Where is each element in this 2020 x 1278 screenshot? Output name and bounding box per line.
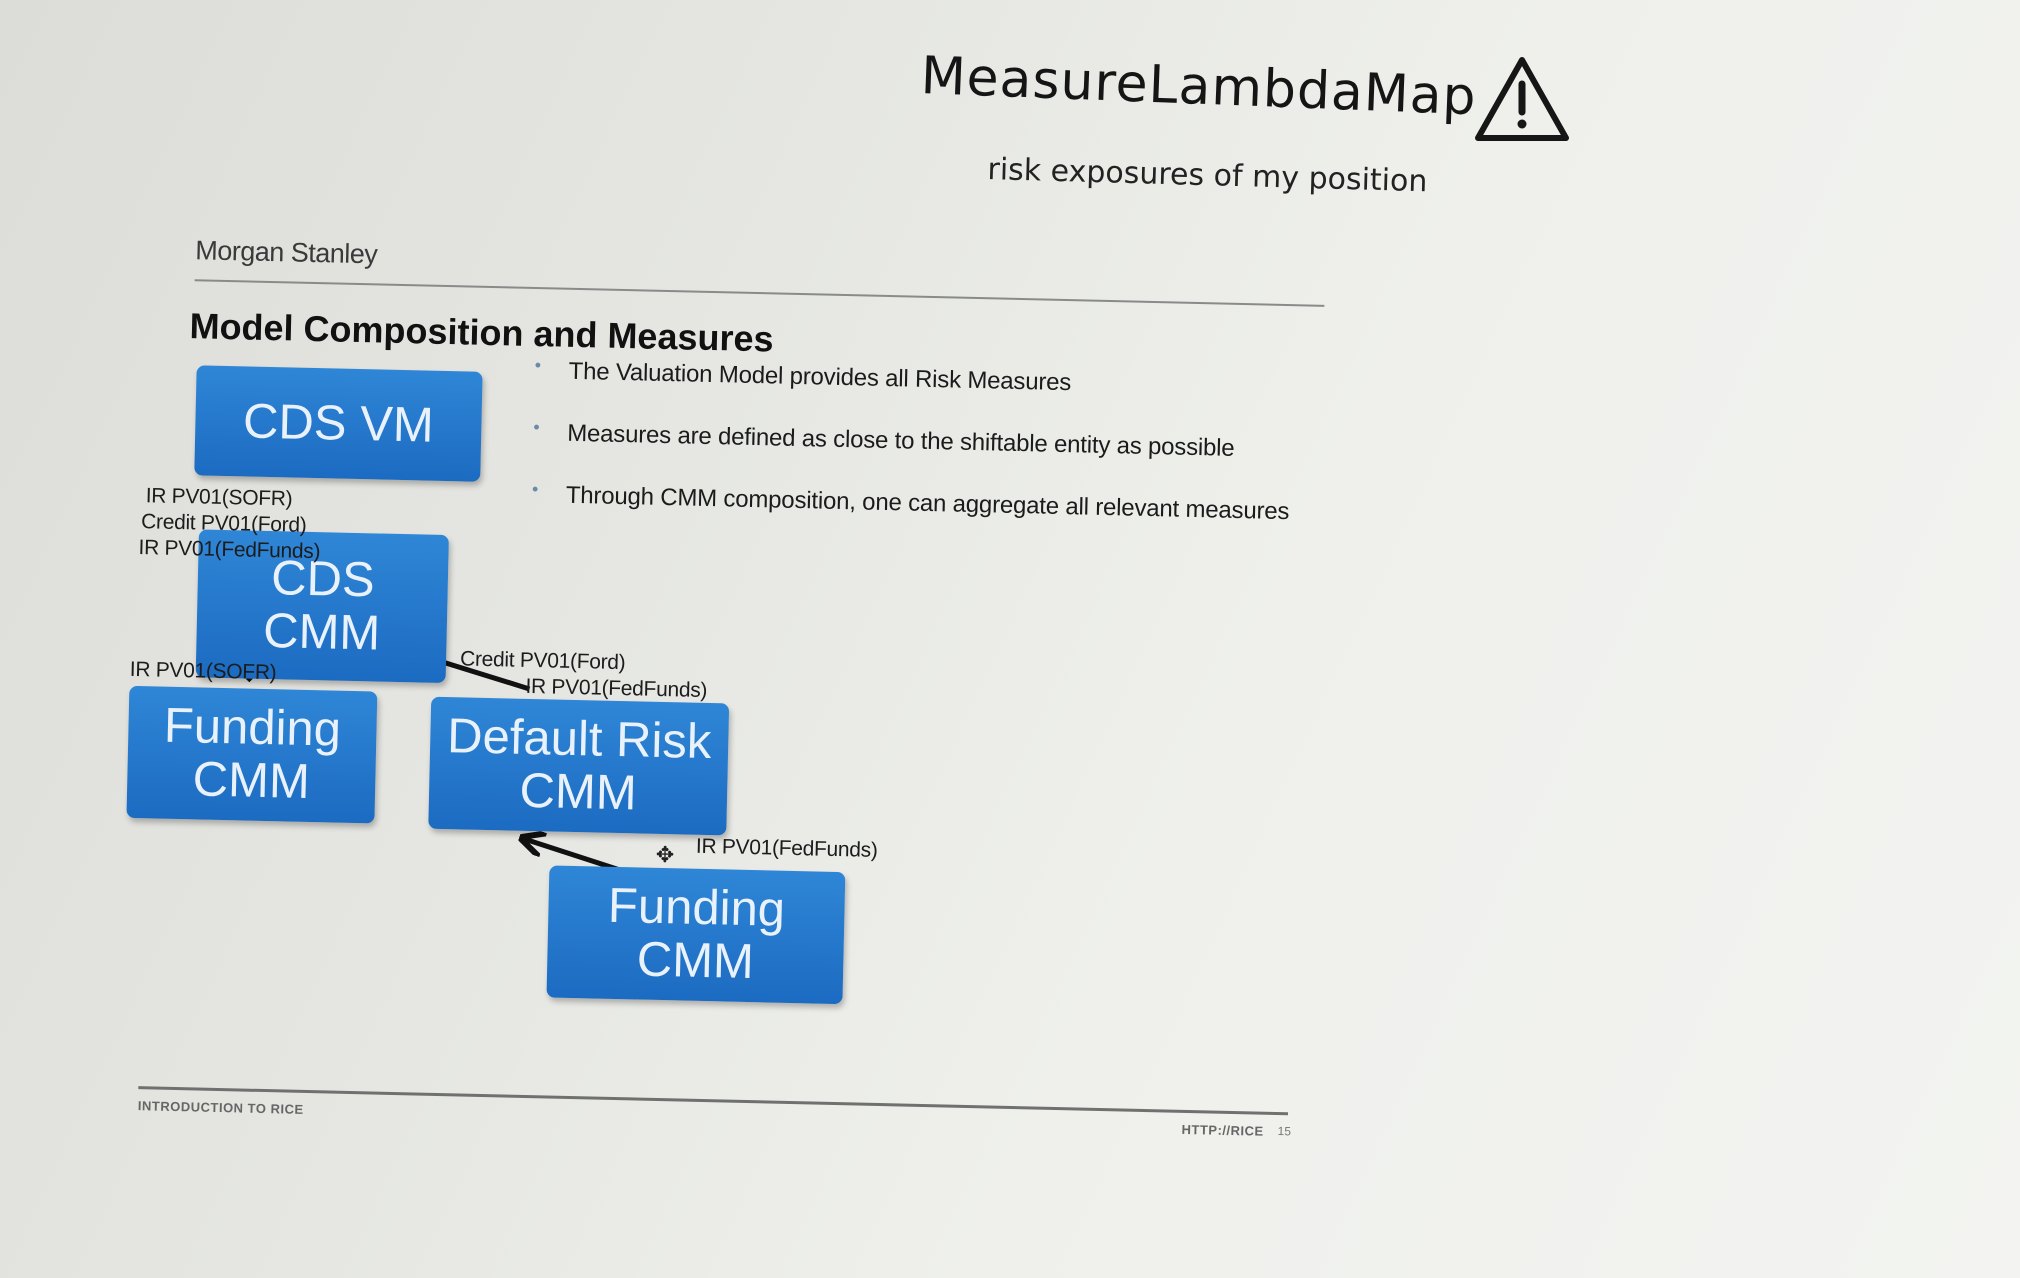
move-cursor-icon: ✥ xyxy=(655,843,674,868)
node-funding-cmm-bottom: Funding CMM xyxy=(546,865,846,1005)
edge-label: Credit PV01(Ford) xyxy=(140,510,307,537)
footer-right: HTTP://RICE xyxy=(1181,1121,1264,1139)
slide: Morgan Stanley Model Composition and Mea… xyxy=(118,220,1339,1207)
arrow-funding-to-default xyxy=(523,839,625,874)
handwritten-subtitle: risk exposures of my position xyxy=(987,152,1428,200)
edge-label: Credit PV01(Ford) xyxy=(459,647,626,675)
edge-label: IR PV01(FedFunds) xyxy=(138,536,321,564)
handwritten-title: MeasureLambdaMap xyxy=(919,46,1478,128)
edge-label: IR PV01(FedFunds) xyxy=(525,674,708,702)
page-number: 15 xyxy=(1277,1124,1292,1139)
node-funding-cmm-left: Funding CMM xyxy=(126,685,378,824)
bullet-item: Through CMM composition, one can aggrega… xyxy=(532,481,1290,526)
edge-label: IR PV01(SOFR) xyxy=(145,484,293,511)
bullet-list: The Valuation Model provides all Risk Me… xyxy=(531,357,1293,560)
edge-label: IR PV01(FedFunds) xyxy=(695,834,878,862)
node-cds-vm: CDS VM xyxy=(194,365,483,482)
warning-triangle-icon xyxy=(1475,57,1569,141)
edge-label: IR PV01(SOFR) xyxy=(129,657,277,685)
bullet-item: Measures are defined as close to the shi… xyxy=(533,419,1291,464)
node-default-risk-cmm: Default Risk CMM xyxy=(428,696,730,836)
